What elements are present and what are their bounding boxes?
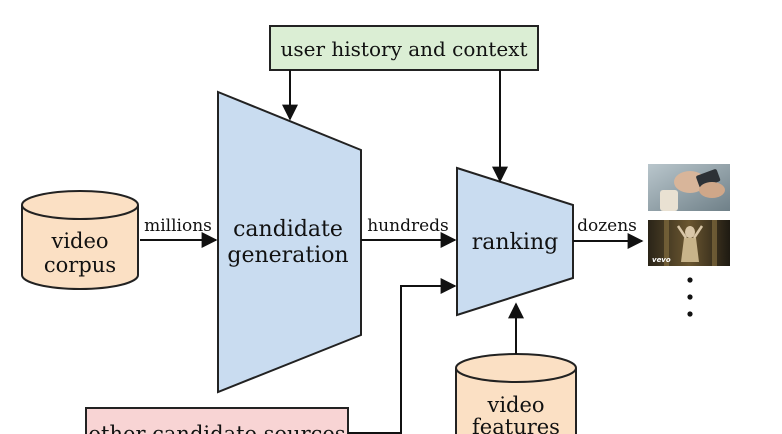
- video-features-cylinder-top: [455, 353, 577, 383]
- video-corpus-label-line2: corpus: [44, 253, 116, 277]
- output-thumbnail-2: vevo: [648, 220, 730, 266]
- candidate-generation-trapezoid: [217, 90, 362, 394]
- edge-label-hundreds: hundreds: [367, 216, 449, 236]
- ranking-label: ranking: [472, 230, 558, 255]
- output-thumbnail-2-badge: vevo: [652, 256, 671, 264]
- video-corpus-cylinder-top: [21, 190, 139, 220]
- other-candidate-sources-node: other candidate sources: [85, 407, 349, 434]
- video-features-cylinder-body: [455, 368, 577, 434]
- video-features-label-line2: features: [472, 415, 560, 434]
- user-history-label: user history and context: [280, 37, 527, 61]
- edge-label-dozens: dozens: [577, 216, 637, 236]
- edges: [140, 70, 644, 434]
- ranking-trapezoid: [456, 166, 574, 317]
- candidate-generation-label-line2: generation: [227, 243, 348, 268]
- candidate-generation-node: candidate generation: [217, 90, 362, 394]
- user-history-node: user history and context: [269, 25, 539, 71]
- video-features-label-line1: video: [486, 393, 544, 417]
- ranking-node: ranking: [456, 166, 574, 317]
- candidate-generation-label-line1: candidate: [233, 217, 343, 242]
- other-candidate-sources-box: [85, 407, 349, 434]
- video-features-node: video features: [455, 353, 577, 434]
- video-corpus-label-line1: video: [50, 229, 108, 253]
- other-candidate-sources-label: other candidate sources: [88, 422, 345, 434]
- video-corpus-node: video corpus: [21, 190, 139, 290]
- output-thumbnail-1: [648, 164, 730, 211]
- user-history-box: [269, 25, 539, 71]
- edge-label-millions: millions: [144, 216, 212, 236]
- video-corpus-cylinder-body: [21, 205, 139, 290]
- vertical-ellipsis-icon: [687, 277, 693, 317]
- arrow-other-sources-to-ranking: [348, 278, 457, 434]
